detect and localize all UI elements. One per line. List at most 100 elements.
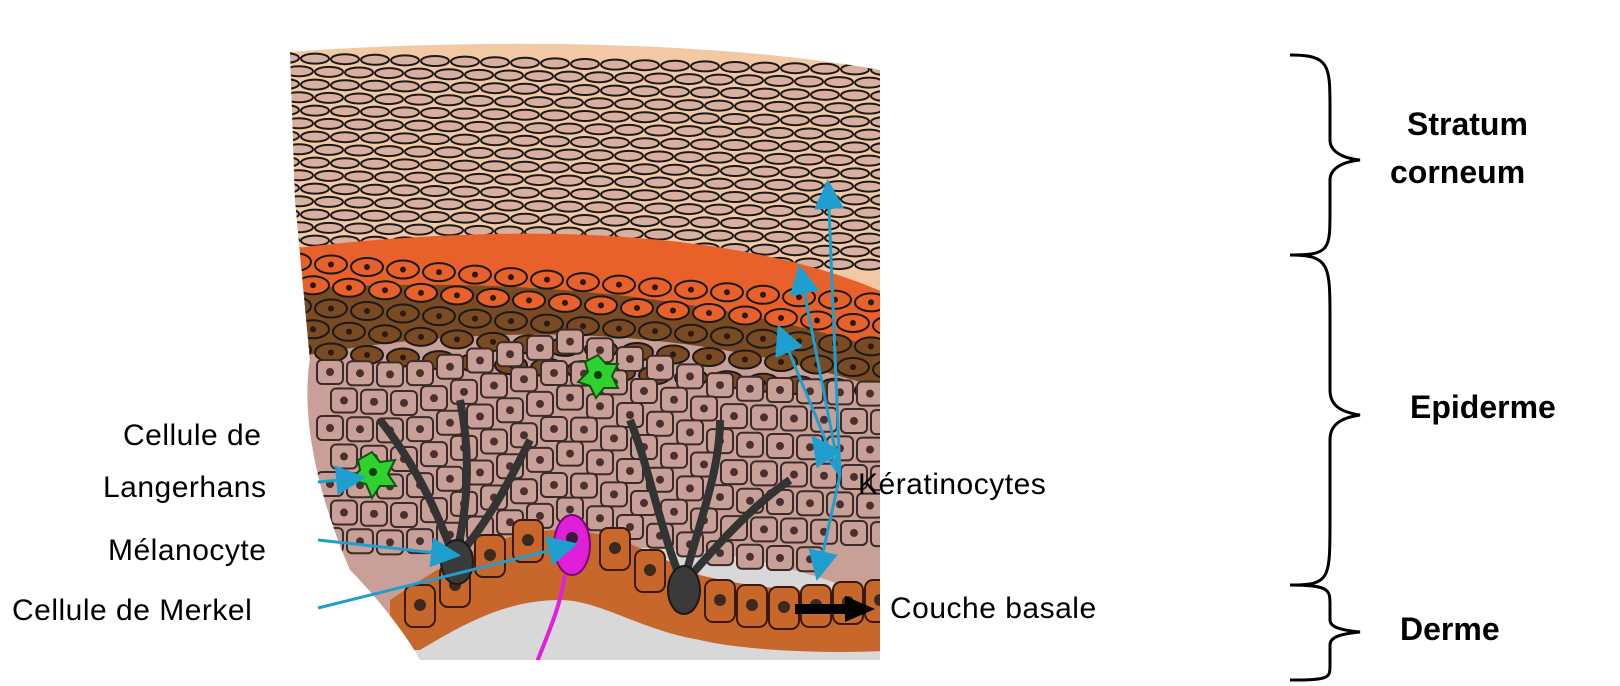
corneum-cell — [345, 145, 373, 155]
corneum-cell — [765, 76, 793, 86]
corneum-cell — [585, 176, 613, 186]
cell-nucleus — [400, 267, 406, 273]
cell-nucleus — [760, 525, 768, 533]
corneum-cell — [751, 115, 779, 125]
corneum-cell — [825, 129, 853, 139]
corneum-cell — [405, 95, 433, 105]
spinous-cell — [871, 522, 897, 546]
corneum-cell — [735, 231, 763, 241]
corneum-cell — [615, 73, 643, 83]
cell-nucleus — [580, 279, 586, 285]
corneum-cell — [301, 106, 329, 116]
brace-derme — [1290, 585, 1360, 680]
cell-nucleus — [640, 499, 648, 507]
cell-nucleus — [700, 460, 708, 468]
cell-nucleus — [580, 482, 588, 490]
keratinocytes-label: Kératinocytes — [858, 468, 1046, 501]
cell-nucleus — [566, 338, 574, 346]
corneum-cell — [301, 54, 329, 64]
epiderme-label: Epiderme — [1410, 389, 1556, 425]
cell-nucleus — [820, 472, 828, 480]
corneum-cell — [285, 170, 313, 180]
corneum-cell — [541, 58, 569, 68]
corneum-cell — [271, 209, 299, 219]
corneum-cell — [391, 107, 419, 117]
corneum-cell — [301, 184, 329, 194]
corneum-cell — [495, 174, 523, 184]
couche-basale-label: Couche basale — [890, 592, 1097, 625]
cell-nucleus — [688, 331, 694, 337]
corneum-cell — [765, 180, 793, 190]
merkel-label: Cellule de Merkel — [12, 594, 252, 627]
corneum-cell — [345, 171, 373, 181]
cell-nucleus — [724, 333, 730, 339]
cell-nucleus — [644, 564, 656, 576]
corneum-cell — [601, 112, 629, 122]
cell-nucleus — [400, 511, 408, 519]
corneum-cell — [721, 166, 749, 176]
cell-nucleus — [418, 290, 424, 296]
cell-nucleus — [346, 329, 352, 335]
corneum-cell — [331, 80, 359, 90]
corneum-cell — [405, 147, 433, 157]
corneum-cell — [345, 197, 373, 207]
cell-nucleus — [536, 456, 544, 464]
corneum-cell — [705, 205, 733, 215]
corneum-cell — [315, 171, 343, 181]
corneum-cell — [525, 175, 553, 185]
cell-nucleus — [880, 530, 888, 538]
cell-nucleus — [436, 313, 442, 319]
corneum-cell — [781, 219, 809, 229]
corneum-cell — [555, 176, 583, 186]
corneum-cell — [645, 125, 673, 135]
corneum-cell — [481, 213, 509, 223]
corneum-cell — [871, 221, 899, 231]
corneum-cell — [571, 111, 599, 121]
corneum-cell — [885, 182, 913, 192]
corneum-cell — [331, 210, 359, 220]
corneum-cell — [721, 114, 749, 124]
corneum-cell — [511, 84, 539, 94]
cell-nucleus — [446, 363, 454, 371]
corneum-cell — [525, 149, 553, 159]
cell-nucleus — [416, 537, 424, 545]
cell-nucleus — [580, 426, 588, 434]
corneum-cell — [661, 87, 689, 97]
corneum-cell — [541, 136, 569, 146]
corneum-cell — [795, 102, 823, 112]
corneum-cell — [555, 72, 583, 82]
corneum-cell — [645, 177, 673, 187]
cell-nucleus — [400, 399, 408, 407]
corneum-cell — [705, 231, 733, 241]
cell-nucleus — [796, 338, 802, 344]
cell-nucleus — [490, 295, 496, 301]
corneum-cell — [511, 58, 539, 68]
corneum-cell — [541, 110, 569, 120]
corneum-cell — [271, 105, 299, 115]
corneum-cell — [811, 194, 839, 204]
cell-nucleus — [806, 499, 814, 507]
brace-epiderme — [1290, 255, 1360, 585]
corneum-cell — [675, 100, 703, 110]
granular-cell — [873, 361, 905, 379]
corneum-cell — [735, 101, 763, 111]
cell-nucleus — [742, 357, 748, 363]
corneum-cell — [705, 75, 733, 85]
corneum-cell — [481, 83, 509, 93]
cell-nucleus — [484, 549, 496, 561]
corneum-cell — [885, 78, 913, 88]
cell-nucleus — [700, 404, 708, 412]
cell-nucleus — [874, 594, 886, 606]
cell-nucleus — [610, 434, 618, 442]
cell-nucleus — [716, 493, 724, 501]
corneum-cell — [315, 197, 343, 207]
cell-nucleus — [776, 386, 784, 394]
corneum-cell — [361, 133, 389, 143]
corneum-cell — [555, 150, 583, 160]
corneum-cell — [751, 193, 779, 203]
corneum-cell — [885, 156, 913, 166]
cell-nucleus — [520, 375, 528, 383]
corneum-cell — [285, 66, 313, 76]
cell-nucleus — [746, 599, 758, 611]
corneum-cell — [721, 140, 749, 150]
